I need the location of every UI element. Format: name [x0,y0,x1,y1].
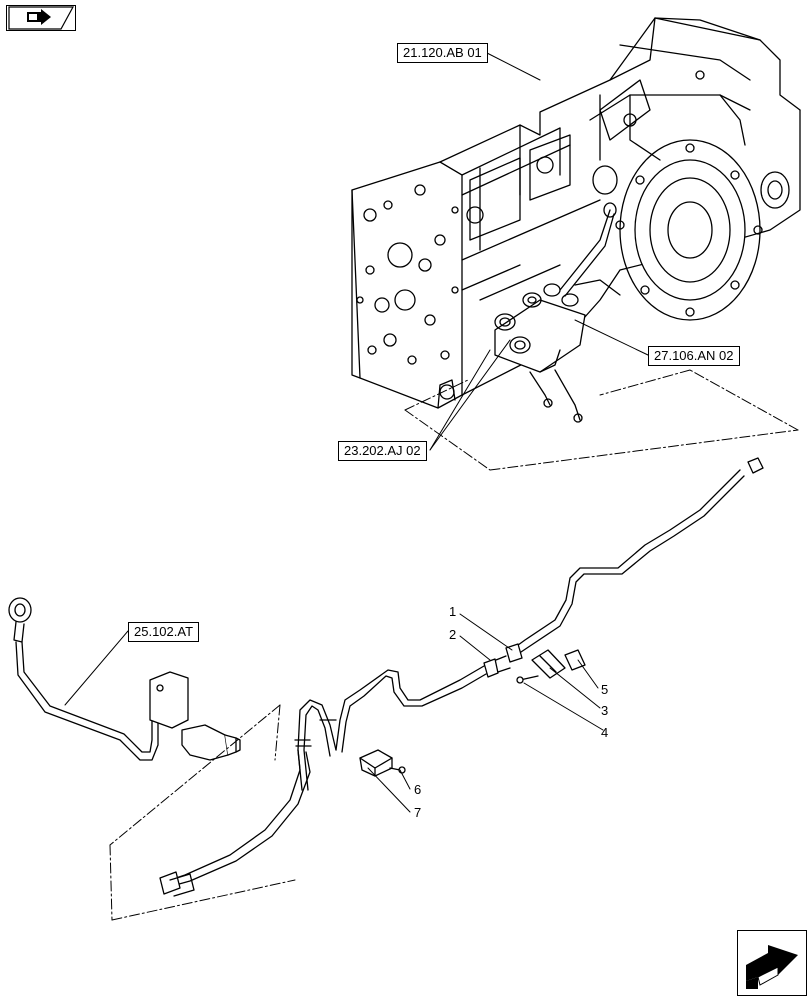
transmission-housing [351,17,801,409]
reference-valve-block[interactable]: 27.106.AN 02 [648,346,740,366]
callout-7: 7 [414,805,422,820]
callout-6: 6 [414,782,422,797]
callout-4: 4 [601,725,609,740]
reference-control-valve[interactable]: 23.202.AJ 02 [338,441,427,461]
callout-5: 5 [601,682,609,697]
reference-transmission-housing[interactable]: 21.120.AB 01 [397,43,488,63]
reference-leaders [64,52,649,706]
rear-pipe [483,457,764,678]
callout-leaders [367,613,604,813]
callout-1: 1 [449,604,457,619]
next-page-arrow-glyph [746,945,798,989]
central-pipe [159,665,487,897]
next-page-arrow-icon[interactable] [737,930,807,996]
valve-block [494,209,621,423]
bracket-assembly [359,749,406,777]
book-arrow-icon[interactable] [6,5,76,31]
phantom-plane-upper [404,369,799,471]
phantom-plane-lower [109,704,296,921]
clamp-assembly [516,649,586,684]
left-pipe [8,597,241,761]
reference-pipe-assembly[interactable]: 25.102.AT [128,622,200,642]
callout-3: 3 [601,703,609,718]
callout-2: 2 [449,627,457,642]
book-arrow-glyph [8,6,75,30]
